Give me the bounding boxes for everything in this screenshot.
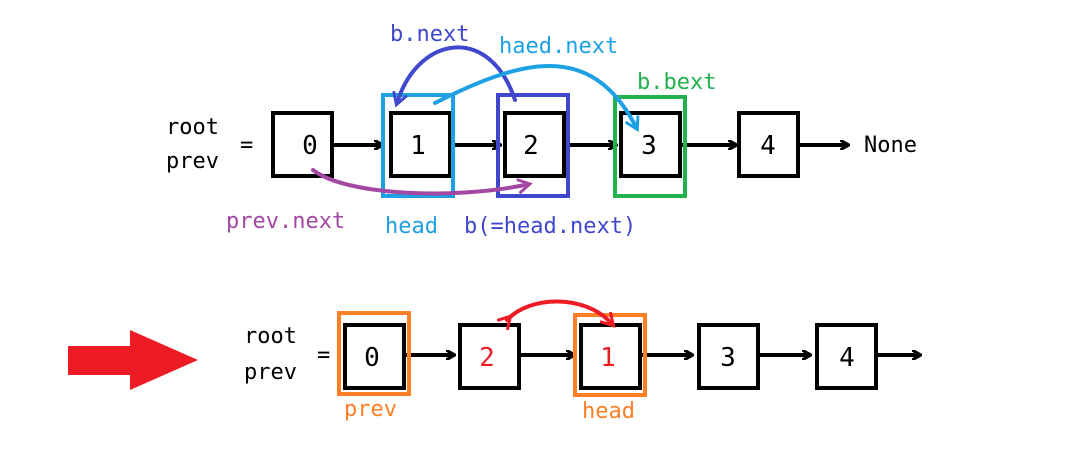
haed-next-curved-arrow [433,64,635,125]
top-node-1: 1 [389,111,452,178]
top-node-0: 0 [271,111,334,178]
bottom-diagram: root prev = 0 2 1 3 4 [244,299,920,424]
bottom-prev-label: prev [244,360,297,385]
bottom-node-1-value: 1 [600,343,616,373]
bottom-node-0-value: 0 [364,343,380,373]
b-bext-label: b.bext [637,70,716,95]
bottom-root-label: root [244,324,297,349]
top-node-1-value: 1 [410,131,426,161]
top-equals-sign: = [240,133,253,158]
top-node-4-value: 4 [760,131,776,161]
bottom-node-1: 1 [579,323,642,390]
bottom-prev-box-label: prev [344,397,397,422]
bottom-node-3-value: 3 [720,343,736,373]
prev-next-label: prev.next [226,209,345,234]
top-b-bext-frame [613,95,687,198]
bottom-prev-frame [337,311,411,396]
top-node-4: 4 [737,111,800,178]
top-root-label: root [166,115,219,140]
haed-next-label: haed.next [499,34,618,59]
bottom-node-4-value: 4 [839,343,855,373]
top-prev-label: prev [166,149,219,174]
red-right-arrow-icon [68,330,198,390]
top-b-frame [496,93,570,198]
swap-curved-arrow [507,299,610,322]
top-b-label: b(=head.next) [464,214,636,239]
b-next-label: b.next [390,22,469,47]
top-node-0-value: 0 [302,131,318,161]
top-node-2-value: 2 [523,131,539,161]
top-node-3-value: 3 [641,131,657,161]
top-head-frame [381,93,455,198]
b-next-curved-arrow [398,45,517,100]
top-none-label: None [864,133,917,158]
top-node-2: 2 [503,111,566,178]
bottom-equals-sign: = [317,343,330,368]
bottom-node-3: 3 [697,323,760,390]
top-diagram: root prev = 0 1 2 3 4 None [166,22,917,239]
prev-next-curved-arrow [311,168,525,196]
bottom-head-box-label: head [582,399,635,424]
bottom-node-2: 2 [458,323,521,390]
top-head-label: head [385,214,438,239]
bottom-node-4: 4 [815,323,878,390]
bottom-node-2-value: 2 [479,343,495,373]
bottom-node-0: 0 [343,323,406,390]
top-node-3: 3 [619,111,682,178]
